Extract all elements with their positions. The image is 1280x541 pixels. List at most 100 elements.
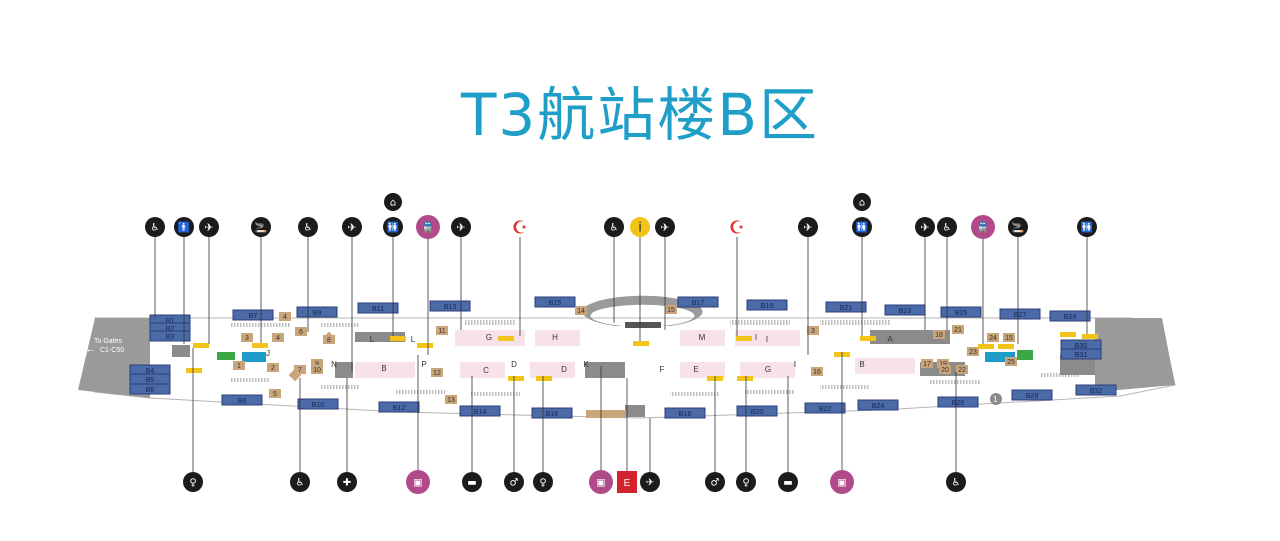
area-b-label[interactable]: B: [859, 360, 864, 369]
shuttle-train-icon[interactable]: ▣: [406, 355, 430, 494]
baby-care-icon[interactable]: ♿: [946, 372, 966, 492]
toilet-female-icon[interactable]: ♀: [183, 348, 203, 492]
shop-5[interactable]: 5: [269, 389, 281, 398]
shop-18[interactable]: 18: [933, 330, 945, 339]
baby-care-icon[interactable]: ♿: [937, 217, 957, 330]
area-m-label[interactable]: M: [699, 333, 706, 342]
toilets-icon[interactable]: 🚻: [1077, 217, 1097, 334]
shop-17[interactable]: 17: [921, 359, 933, 368]
toilets-icon[interactable]: 🚻: [383, 217, 403, 336]
shuttle-train-icon[interactable]: ▣: [830, 352, 854, 494]
gate-b3[interactable]: B3: [149, 330, 191, 342]
area-b-label[interactable]: B: [381, 364, 386, 373]
area-g-label[interactable]: G: [486, 333, 492, 342]
gate-b15[interactable]: B15: [534, 296, 576, 308]
gate-b31[interactable]: B31: [1060, 348, 1102, 360]
departures-icon[interactable]: ✈: [655, 217, 675, 330]
retail-area-b-left[interactable]: [355, 362, 415, 378]
shop-7[interactable]: 7: [294, 365, 306, 374]
departures-icon[interactable]: ✈: [342, 217, 362, 372]
area-j-label[interactable]: J: [266, 349, 270, 358]
baby-care-icon[interactable]: ♿: [298, 217, 318, 332]
gate-b8[interactable]: B8: [221, 394, 263, 406]
area-e-label[interactable]: E: [693, 365, 698, 374]
baby-care-icon[interactable]: ♿: [145, 217, 165, 318]
area-p-label[interactable]: P: [421, 360, 426, 369]
area-d-label[interactable]: D: [561, 365, 567, 374]
area-f-label[interactable]: F: [660, 365, 665, 374]
gate-b12[interactable]: B12: [378, 401, 420, 413]
shop-9[interactable]: 9: [311, 359, 323, 368]
baby-care-icon[interactable]: ♿: [604, 217, 624, 323]
area-c-label[interactable]: C: [483, 366, 489, 375]
info-circle-b26[interactable]: [990, 393, 1002, 405]
smoking-room-icon[interactable]: 🚬: [1008, 217, 1028, 344]
gate-b32[interactable]: B32: [1075, 384, 1117, 396]
toilet-female-icon[interactable]: ♀: [736, 376, 756, 492]
shop-11[interactable]: 11: [436, 326, 448, 335]
departures-icon[interactable]: ✈: [915, 217, 935, 330]
shop-3[interactable]: 3: [241, 333, 253, 342]
baby-care-icon[interactable]: ♿: [290, 378, 310, 492]
hotel-icon[interactable]: ▬: [462, 376, 482, 492]
area-l-label[interactable]: L: [411, 335, 416, 344]
retail-area-g[interactable]: [455, 330, 525, 346]
gate-b17[interactable]: B17: [677, 296, 719, 308]
gate-b25[interactable]: B25: [940, 306, 982, 318]
shop-12[interactable]: 12: [431, 368, 443, 377]
retail-area-d[interactable]: [530, 362, 575, 378]
emirates-logo-icon[interactable]: E: [617, 378, 637, 493]
shop-6[interactable]: 6: [295, 327, 307, 336]
shop-15[interactable]: 15: [1003, 333, 1015, 342]
gate-b10[interactable]: B10: [297, 398, 339, 410]
toilets-icon[interactable]: 🚻: [852, 217, 872, 336]
gate-b11[interactable]: B11: [357, 302, 399, 314]
gate-b20[interactable]: B20: [736, 405, 778, 417]
departures-icon[interactable]: ✈: [798, 217, 818, 355]
retail-area-m[interactable]: [680, 330, 725, 346]
retail-area-e[interactable]: [680, 362, 725, 378]
shop-8[interactable]: 8: [323, 335, 335, 344]
toilet-male-icon[interactable]: ♂: [504, 376, 524, 492]
area-k-label[interactable]: K: [583, 360, 589, 369]
retail-area-c[interactable]: [460, 362, 505, 378]
gate-b16[interactable]: B16: [531, 407, 573, 419]
gate-b22[interactable]: B22: [804, 402, 846, 414]
area-d-label[interactable]: D: [511, 360, 517, 369]
information-icon[interactable]: i: [630, 217, 650, 341]
gate-b26[interactable]: B26: [937, 396, 979, 408]
area-h-label[interactable]: H: [552, 333, 558, 342]
gate-b9[interactable]: B9: [296, 306, 338, 318]
area-l-label[interactable]: L: [370, 335, 375, 344]
arrivals-icon[interactable]: ✈: [640, 418, 660, 492]
lounge-icon[interactable]: ⌂: [853, 193, 871, 211]
gate-b28[interactable]: B28: [1011, 389, 1053, 401]
retail-area-h[interactable]: [535, 330, 580, 346]
hotel-icon[interactable]: ▬: [778, 376, 798, 492]
shop-22[interactable]: 22: [956, 365, 968, 374]
shop-24[interactable]: 24: [987, 333, 999, 342]
shop-10[interactable]: 10: [311, 365, 323, 374]
departures-icon[interactable]: ✈: [199, 217, 219, 344]
area-n-label[interactable]: N: [331, 360, 337, 369]
area-i-label[interactable]: I: [766, 335, 768, 344]
shop-3[interactable]: 3: [807, 326, 819, 335]
gate-b13[interactable]: B13: [429, 300, 471, 312]
gate-b5[interactable]: B5: [129, 373, 171, 385]
gate-b6[interactable]: B6: [129, 383, 171, 395]
shop-16[interactable]: 16: [811, 367, 823, 376]
shop-25[interactable]: 25: [1005, 357, 1017, 366]
prayer-room-icon[interactable]: ☪: [510, 217, 530, 336]
area-a-label[interactable]: A: [887, 335, 893, 344]
medical-icon[interactable]: ✚: [337, 378, 357, 492]
gate-b23[interactable]: B23: [884, 304, 926, 316]
shuttle-train-icon[interactable]: ▣: [589, 366, 613, 494]
shop-2[interactable]: 2: [267, 363, 279, 372]
smoking-room-icon[interactable]: 🚬: [251, 217, 271, 343]
gate-b27[interactable]: B27: [999, 308, 1041, 320]
toilet-male-icon[interactable]: 🚹: [174, 217, 194, 344]
shop-4[interactable]: 4: [279, 312, 291, 321]
toilet-female-icon[interactable]: ♀: [533, 376, 553, 492]
shop-23[interactable]: 23: [967, 347, 979, 356]
gate-b24[interactable]: B24: [857, 399, 899, 411]
